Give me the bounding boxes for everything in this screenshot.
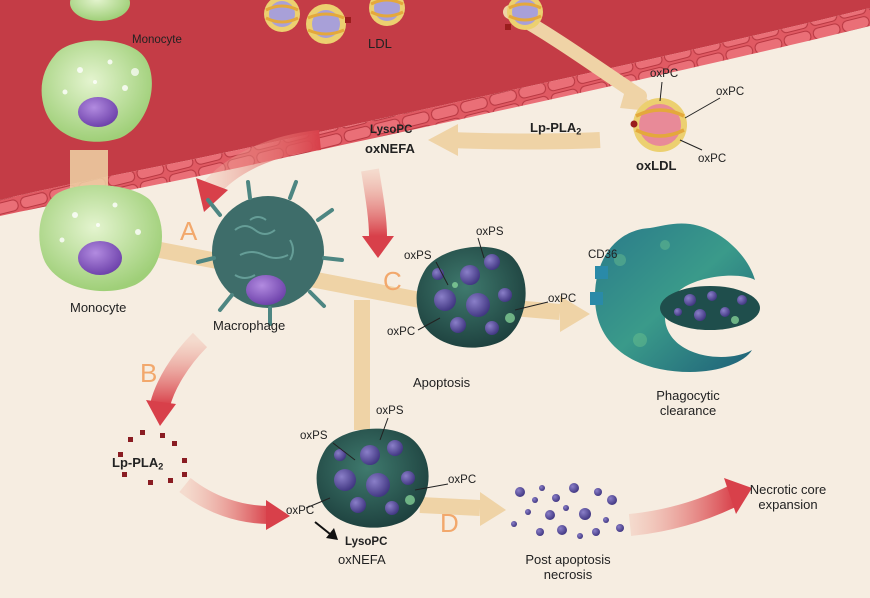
- endothelial-layer: [0, 8, 870, 216]
- upper-cell-leader-lines: [417, 237, 549, 331]
- necrotic-debris: [511, 483, 624, 539]
- label-oxldl-oxpc-top: oxPC: [650, 68, 679, 80]
- label-lppla2-top: Lp-PLA2: [530, 120, 582, 137]
- lysopc-to-monocyte-arrow: [202, 130, 322, 197]
- label-oxldl-oxpc-bottom: oxPC: [698, 153, 727, 165]
- apoptotic-cell-lower: [316, 428, 429, 528]
- ldl-particle-4: [505, 0, 543, 30]
- label-ldl: LDL: [368, 36, 392, 51]
- step-c-label: C: [383, 266, 402, 296]
- lysopc-to-monocyte-arrowhead: [196, 178, 228, 212]
- oxldl-to-lysopc-arrowhead: [428, 124, 458, 156]
- cd36-receptor-2: [590, 292, 603, 305]
- lppla2-enzyme-particles: [118, 430, 187, 485]
- label-upper-oxps-left: oxPS: [404, 250, 432, 262]
- lppla2-to-cell-arrowhead: [266, 500, 290, 530]
- lower-cell-leader-lines: [305, 417, 449, 509]
- label-post-apoptosis-necrosis: Post apoptosis necrosis: [525, 552, 611, 582]
- d-pathway-arrowhead: [480, 492, 506, 526]
- oxldl-to-lysopc-arrow: [449, 132, 601, 150]
- monocyte-in-lumen-top: [70, 0, 130, 21]
- necrosis-to-expansion-arrowhead: [724, 478, 752, 514]
- lppla2-to-cell-arrow: [179, 477, 271, 524]
- label-monocyte-intima: Monocyte: [70, 300, 127, 315]
- label-lower-oxps-left: oxPS: [300, 430, 328, 442]
- oxnefa-to-c-arrowhead: [362, 236, 394, 258]
- step-b-label: B: [140, 358, 158, 388]
- macrophage-to-lppla2-arrowhead: [146, 400, 176, 426]
- intima-monocyte-nucleus: [78, 241, 122, 275]
- macrophage-cell: [196, 180, 344, 326]
- monocyte-nucleus: [78, 97, 118, 127]
- label-upper-oxpc-left: oxPC: [387, 326, 416, 338]
- ldl-particle-1: [264, 0, 300, 32]
- label-lppla2-enzyme: Lp-PLA2: [112, 455, 164, 472]
- label-macrophage: Macrophage: [213, 318, 286, 333]
- label-upper-oxpc-right: oxPC: [548, 293, 577, 305]
- oxnefa-to-c-arrow: [361, 168, 387, 237]
- label-monocyte-lumen: Monocyte: [132, 34, 182, 46]
- label-phagocytic-clearance: Phagocytic clearance: [656, 388, 720, 418]
- label-apoptosis: Apoptosis: [413, 375, 471, 390]
- label-oxnefa-bottom: oxNEFA: [338, 552, 386, 567]
- label-lysopc-top: LysoPC: [370, 124, 413, 136]
- label-lower-oxps-top: oxPS: [376, 405, 404, 417]
- label-oxldl-oxpc-right: oxPC: [716, 86, 745, 98]
- label-cd36: CD36: [588, 249, 618, 261]
- monocyte-in-lumen: [41, 40, 152, 142]
- label-lower-oxpc-right: oxPC: [448, 474, 477, 486]
- phagocyte-cell: [590, 223, 760, 372]
- apoptosis-to-clearance-arrowhead: [560, 296, 590, 332]
- label-necrotic-core-expansion: Necrotic core expansion: [749, 482, 827, 512]
- label-oxldl: oxLDL: [636, 158, 677, 173]
- label-lysopc-bottom: LysoPC: [345, 536, 388, 548]
- oxldl-particle: [630, 98, 687, 152]
- lysopc-release-arrowhead: [326, 528, 338, 540]
- ldl-particle-2: [306, 4, 351, 44]
- label-upper-oxps-top: oxPS: [476, 226, 504, 238]
- apoptotic-cell-upper: [416, 246, 526, 348]
- ldl-particle-3: [369, 0, 405, 26]
- macrophage-to-lppla2-arrow: [150, 332, 208, 408]
- necrosis-to-expansion-arrow: [628, 485, 740, 536]
- label-lower-oxpc-left: oxPC: [286, 505, 315, 517]
- lysopc-release-arrow: [314, 521, 331, 535]
- label-oxnefa-top: oxNEFA: [365, 141, 415, 156]
- step-d-label: D: [440, 508, 459, 538]
- cd36-receptor-1: [595, 266, 608, 279]
- d-pathway: [419, 497, 481, 516]
- monocyte-in-intima: [39, 184, 162, 292]
- step-a-label: A: [180, 216, 198, 246]
- macrophage-nucleus: [246, 275, 286, 305]
- oxldl-leader-lines: [659, 81, 721, 151]
- vessel-lumen: [0, 0, 870, 200]
